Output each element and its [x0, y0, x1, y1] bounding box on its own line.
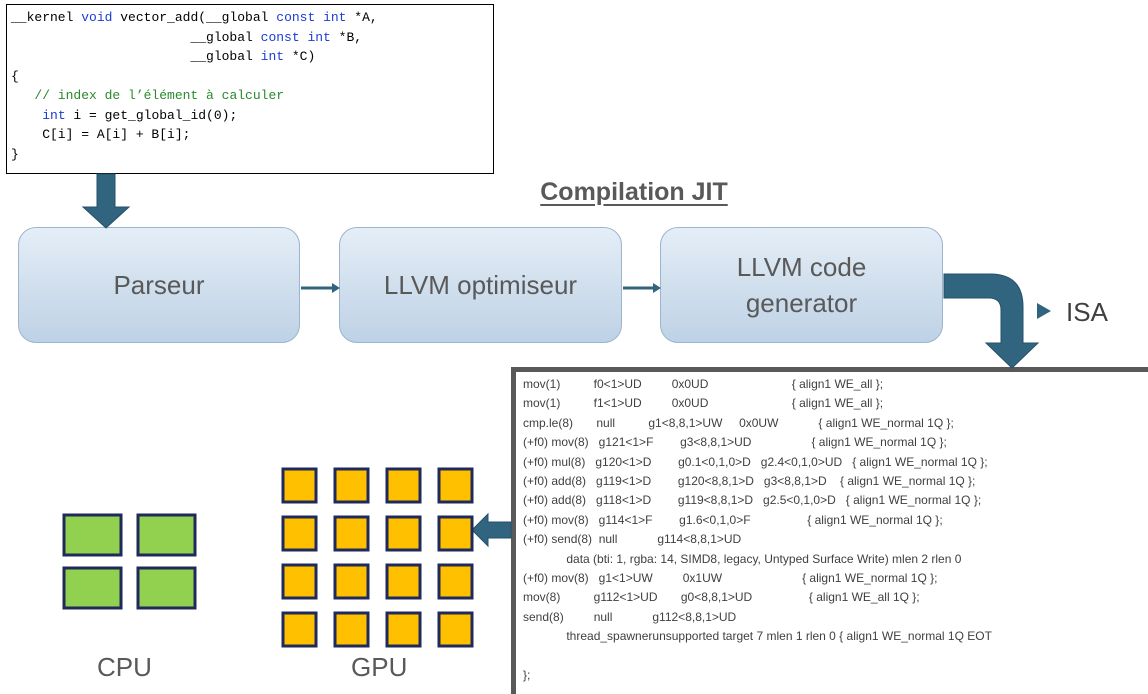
cpu-core [136, 566, 197, 610]
cpu-core-grid [62, 513, 197, 610]
stage-codegen-label-line1: LLVM code [736, 252, 867, 282]
gpu-label: GPU [351, 652, 408, 682]
gpu-core [437, 467, 474, 504]
arrow-codegen-to-isa [943, 273, 1040, 369]
asm-line: (+f0) add(8) g118<1>D g119<8,8,1>D g2.5<… [523, 493, 982, 508]
code-token: int [42, 107, 66, 123]
kernel-code-text: __kernel void vector_add(__global const … [7, 5, 493, 164]
arrow-isa-to-gpu [471, 512, 512, 548]
asm-line: (+f0) mov(8) g114<1>F g1.6<0,1,0>F { ali… [523, 512, 943, 527]
code-token: void [81, 10, 113, 25]
asm-line: cmp.le(8) null g1<8,8,1>UW 0x0UW { align… [523, 415, 954, 430]
asm-line: (+f0) mov(8) g1<1>UW 0x1UW { align1 WE_n… [523, 571, 938, 585]
gpu-core [437, 611, 474, 648]
gpu-core [385, 563, 422, 600]
cpu-core [62, 566, 123, 610]
cpu-label: CPU [97, 652, 152, 682]
asm-line: }; [523, 668, 531, 682]
code-token: __global [11, 49, 261, 64]
gpu-core [281, 611, 318, 648]
gpu-core [333, 563, 370, 600]
code-token: const int [260, 29, 331, 45]
code-token: i = get_global_id(0); [65, 107, 238, 123]
gpu-core [281, 563, 318, 600]
asm-line: mov(1) f1<1>UD 0x0UD { align1 WE_all }; [523, 396, 884, 411]
stage-optimizer-label: LLVM optimiseur [383, 270, 578, 300]
code-token: { [11, 68, 19, 84]
stage-llvm-codegen: LLVM code generator [660, 227, 943, 343]
gpu-core [385, 611, 422, 648]
stage-parser-label: Parseur [113, 270, 205, 300]
code-token: } [11, 146, 19, 162]
asm-line: (+f0) mul(8) g120<1>D g0.1<0,1,0>D g2.4<… [523, 454, 988, 469]
code-token: __global [11, 29, 261, 45]
asm-line: (+f0) mov(8) g121<1>F g3<8,8,1>UD { alig… [523, 435, 947, 450]
code-token: *C) [284, 49, 316, 64]
code-token: *B, [330, 29, 363, 45]
gpu-core [385, 515, 422, 552]
code-token: const int [276, 10, 347, 25]
asm-line: (+f0) send(8) null g114<8,8,1>UD [523, 532, 742, 547]
code-token: int [260, 49, 285, 64]
code-token: __kernel [11, 10, 82, 25]
isa-label: ISA [1066, 297, 1108, 327]
gpu-core [281, 467, 318, 504]
asm-line: data (bti: 1, rgba: 14, SIMD8, legacy, U… [523, 551, 962, 566]
gpu-core-grid [281, 467, 474, 648]
isa-triangle-icon [1037, 303, 1051, 319]
gpu-core [385, 467, 422, 504]
code-token: *A, [346, 10, 378, 25]
cpu-core [136, 513, 197, 557]
code-token: // index de l’élément à calculer [34, 88, 285, 103]
isa-assembly-listing: mov(1) f0<1>UD 0x0UD { align1 WE_all }; m… [511, 367, 1148, 694]
gpu-core [437, 515, 474, 552]
arrow-code-to-parser [81, 173, 131, 229]
stage-codegen-label: LLVM code generator [737, 249, 867, 321]
kernel-source-code: __kernel void vector_add(__global const … [6, 4, 494, 174]
jit-title: Compilation JIT [540, 178, 728, 206]
code-token: C[i] = A[i] + B[i]; [11, 127, 191, 142]
gpu-core [333, 515, 370, 552]
asm-line: mov(1) f0<1>UD 0x0UD { align1 WE_all }; [523, 377, 884, 391]
cpu-core [62, 513, 123, 557]
arrow-parser-to-optimizer [301, 283, 340, 293]
stage-parser: Parseur [18, 227, 300, 343]
gpu-core [437, 563, 474, 600]
gpu-core [281, 515, 318, 552]
asm-line: thread_spawnerunsupported target 7 mlen … [523, 629, 992, 644]
stage-llvm-optimizer: LLVM optimiseur [339, 227, 622, 343]
gpu-core [333, 611, 370, 648]
gpu-core [333, 467, 370, 504]
arrow-optimizer-to-codegen [623, 283, 661, 293]
code-token: vector_add(__global [112, 10, 277, 25]
asm-line: (+f0) add(8) g119<1>D g120<8,8,1>D g3<8,… [523, 474, 976, 488]
asm-line: mov(8) g112<1>UD g0<8,8,1>UD { align1 WE… [523, 590, 920, 605]
asm-line: send(8) null g112<8,8,1>UD [523, 609, 737, 624]
stage-codegen-label-line2: generator [745, 288, 858, 318]
